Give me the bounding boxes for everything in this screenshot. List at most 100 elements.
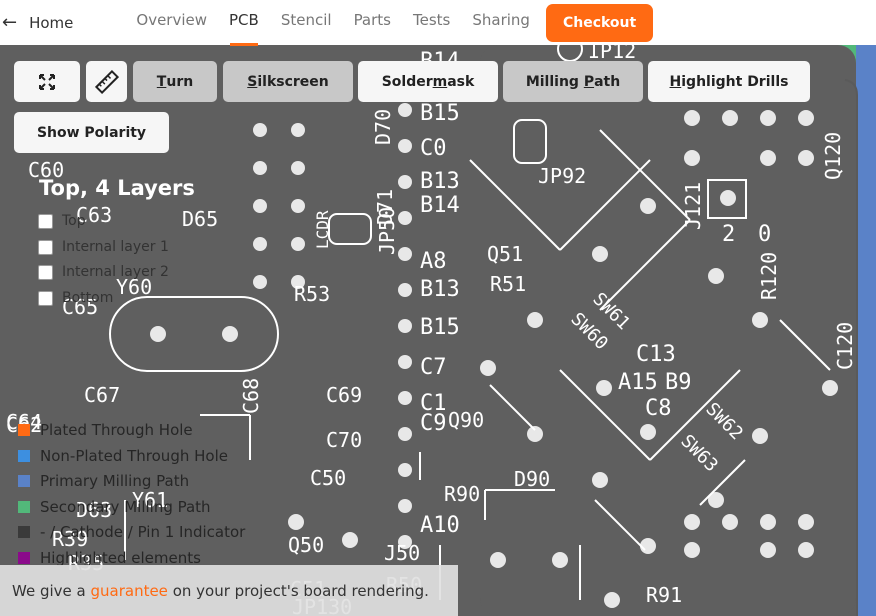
silkscreen-label: 0 [758, 222, 771, 247]
silkscreen-lines [124, 129, 831, 600]
silkscreen-label: 2 [722, 222, 735, 247]
drill-pad [398, 535, 412, 549]
drill-pad [398, 355, 412, 369]
silkscreen-label: R53 [294, 282, 330, 306]
legend-item: - / Cathode / Pin 1 Indicator [18, 522, 245, 542]
drill-pad [760, 542, 776, 558]
silkscreen-label: LCDR [313, 210, 332, 249]
turn-label-post: urn [166, 73, 194, 90]
silkscreen-label-post: ilkscreen [257, 73, 329, 90]
silkscreen-label: D71 [373, 189, 397, 225]
drill-pad [398, 211, 412, 225]
drill-pad [760, 514, 776, 530]
tab-stencil[interactable]: Stencil [280, 11, 332, 29]
layer-top-toggle[interactable]: Top [38, 210, 86, 232]
layer-internal-1-checkbox[interactable] [38, 239, 53, 255]
silkscreen-label: C60 [28, 158, 64, 182]
top-nav: ← Home Overview PCB Stencil Parts Tests … [0, 0, 876, 46]
home-label: Home [29, 13, 74, 32]
tab-overview[interactable]: Overview [136, 11, 208, 29]
silkscreen-label: JP50 [375, 207, 399, 255]
fit-view-button[interactable] [14, 61, 80, 102]
drill-pad [708, 268, 724, 284]
drill-pad [490, 552, 506, 568]
silkscreen-label: C9 [420, 411, 447, 436]
silkscreen-label: R51 [490, 272, 526, 296]
legend-label: - / Cathode / Pin 1 Indicator [40, 523, 246, 542]
silkscreen-label: C120 [833, 322, 857, 370]
silkscreen-label: C65 [62, 295, 98, 319]
milling-label-pre: Milling [525, 73, 584, 90]
layer-top-checkbox[interactable] [38, 213, 53, 229]
drill-pad [291, 237, 305, 251]
layer-internal-2-toggle[interactable]: Internal layer 2 [38, 261, 169, 283]
drill-pad [253, 161, 267, 175]
drill-pad [722, 514, 738, 530]
silkscreen-label: C0 [420, 136, 447, 161]
drill-pad [398, 463, 412, 477]
drill-pad [722, 110, 738, 126]
legend-swatch [18, 424, 30, 436]
silkscreen-label: C68 [239, 378, 263, 414]
silkscreen-label: C7 [420, 355, 447, 380]
drill-pad [291, 199, 305, 213]
tab-parts[interactable]: Parts [353, 11, 391, 29]
legend-item: Secondary Milling Path [18, 497, 211, 517]
legend-label: Non-Plated Through Hole [40, 446, 228, 465]
silkscreen-label: Q120 [821, 132, 845, 180]
tab-sharing[interactable]: Sharing [472, 11, 530, 29]
legend-item: Highlighted elements [18, 548, 201, 568]
layer-bottom-toggle[interactable]: Bottom [38, 287, 113, 309]
milling-shortcut-key: P [583, 73, 595, 90]
drill-pad [822, 380, 838, 396]
silkscreen-label: B13 [420, 169, 460, 194]
silkscreen-label: D63 [76, 498, 112, 522]
drills-label-post: ighlight Drills [681, 73, 789, 90]
silkscreen-label: B15 [420, 315, 460, 340]
home-link[interactable]: ← Home [0, 0, 83, 45]
checkout-button[interactable]: Checkout [545, 3, 654, 42]
silkscreen-label: R39 [52, 527, 88, 551]
silkscreen-label: Y60 [116, 275, 152, 299]
drill-pad [798, 514, 814, 530]
tab-pcb[interactable]: PCB [218, 0, 270, 46]
drill-pad [752, 428, 768, 444]
ruler-icon [94, 69, 119, 94]
show-polarity-button[interactable]: Show Polarity [14, 112, 169, 153]
milling-label-post: ath [594, 73, 621, 90]
soldermask-shortcut-key: m [432, 73, 448, 90]
expand-icon [39, 73, 55, 90]
measure-button[interactable] [86, 61, 127, 102]
drill-pad [398, 319, 412, 333]
silkscreen-label: C63 [76, 203, 112, 227]
milling-path-edge [856, 45, 876, 616]
silkscreen-shortcut-key: S [247, 73, 258, 90]
legend-item: Plated Through Hole [18, 420, 193, 440]
silkscreen-label: C67 [84, 383, 120, 407]
layer-internal-1-label: Internal layer 1 [62, 239, 169, 255]
drill-pad [684, 110, 700, 126]
drill-pad [253, 199, 267, 213]
legend-label: Plated Through Hole [40, 421, 193, 439]
layer-internal-1-toggle[interactable]: Internal layer 1 [38, 236, 169, 258]
silkscreen-label: J50 [384, 541, 420, 565]
back-arrow-icon: ← [2, 12, 18, 33]
layer-bottom-checkbox[interactable] [38, 290, 53, 306]
guarantee-link[interactable]: guarantee [90, 581, 168, 600]
guarantee-text-post: on your project's board rendering. [167, 581, 429, 600]
silkscreen-label: C1 [420, 391, 447, 416]
tab-tests[interactable]: Tests [413, 11, 451, 29]
soldermask-label-pre: Solder [381, 73, 433, 90]
legend-item: Non-Plated Through Hole [18, 446, 228, 466]
silkscreen-label: R90 [444, 482, 480, 506]
layer-top-label: Top [62, 213, 86, 229]
legend-swatch [18, 449, 30, 462]
silkscreen-label: C69 [326, 383, 362, 407]
silkscreen-label: D70 [371, 109, 395, 145]
layer-internal-2-checkbox[interactable] [38, 264, 53, 280]
